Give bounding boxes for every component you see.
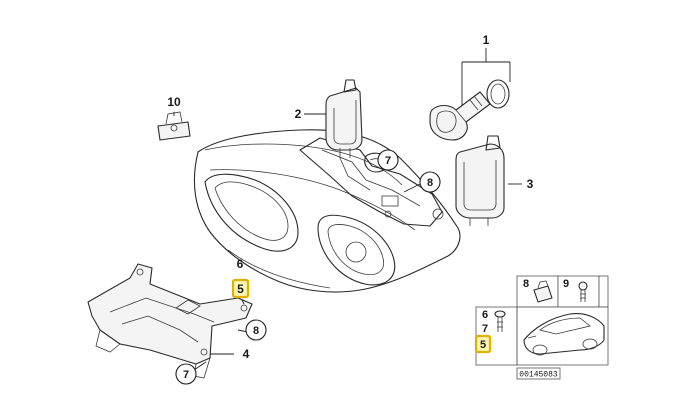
callout-6[interactable]: 6	[237, 257, 244, 271]
cover-cap-right[interactable]	[455, 135, 505, 226]
cover-cap-left[interactable]	[325, 79, 363, 158]
inset-label-7: 7	[482, 323, 488, 335]
inset-label-5: 5	[480, 339, 486, 351]
inset-label-9: 9	[563, 278, 569, 290]
mounting-bracket[interactable]	[87, 263, 253, 379]
inset-screw-icon	[578, 281, 588, 302]
callout-5[interactable]: 5	[237, 282, 244, 296]
callout-7-bottom: 7	[183, 369, 189, 381]
callout-5-highlight[interactable]	[231, 278, 250, 299]
callout-circle-8-bottom[interactable]: 8	[245, 319, 267, 341]
callout-3[interactable]: 3	[527, 177, 534, 191]
callout-4[interactable]: 4	[243, 347, 250, 361]
callout-circle-7-top[interactable]: 7	[377, 149, 399, 171]
inset-clip-icon	[533, 280, 553, 303]
callout-8-bottom: 8	[253, 325, 259, 337]
inset-label-8: 8	[523, 278, 529, 290]
callout-circle-8-top[interactable]: 8	[419, 171, 441, 193]
spring-clip[interactable]	[157, 111, 191, 141]
headlight-housing[interactable]	[193, 129, 461, 293]
inset-car-icon	[523, 313, 605, 356]
callout-8-top: 8	[427, 177, 433, 189]
callout-circle-7-bottom[interactable]: 7	[175, 363, 197, 385]
callout-1[interactable]: 1	[483, 33, 490, 47]
inset-panel: 8 9 6 7 5 00145083	[474, 275, 609, 380]
callout-2[interactable]: 2	[295, 107, 302, 121]
bulb-assembly[interactable]	[429, 79, 510, 141]
inset-label-6: 6	[482, 309, 488, 321]
callout-10[interactable]: 10	[167, 95, 181, 109]
document-id: 00145083	[519, 371, 558, 380]
inset-callout-5-highlight[interactable]	[474, 334, 492, 354]
callout-7-top: 7	[385, 155, 391, 167]
inset-nut-icon	[494, 310, 506, 332]
